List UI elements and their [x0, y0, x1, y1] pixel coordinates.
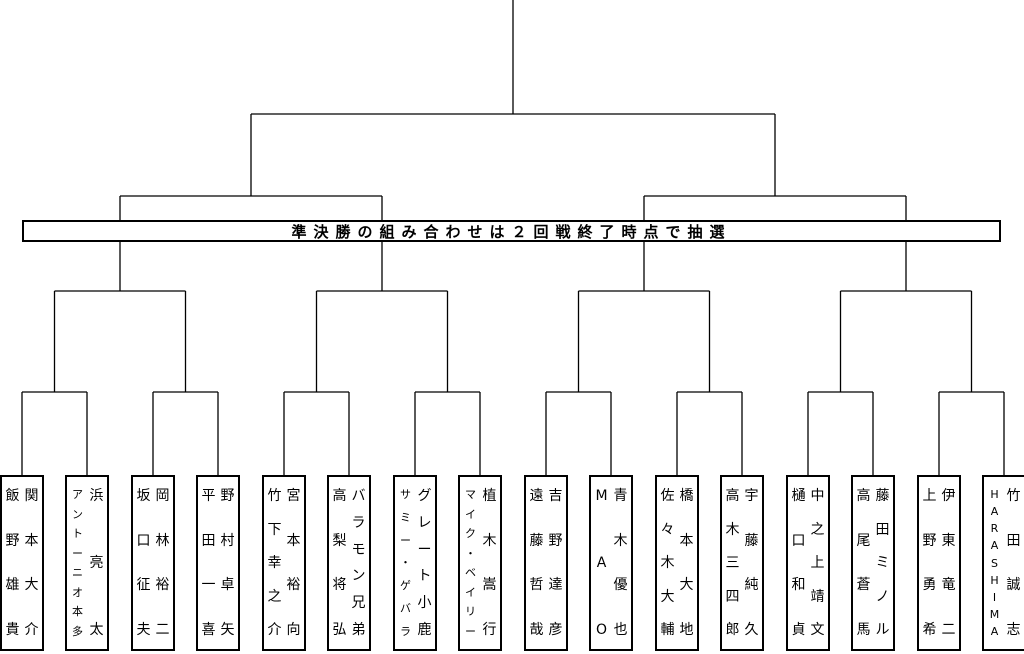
semifinal-draw-banner: 準決勝の組み合わせは２回戦終了時点で抽選 [22, 220, 1001, 242]
entrant-name: 遠藤哲哉 [529, 488, 544, 638]
entrant-name: アントーニオ本多 [72, 488, 83, 638]
entrant-name: 橋本大地 [679, 488, 694, 638]
entrant-name: 岡林裕二 [155, 488, 170, 638]
banner-text: 準決勝の組み合わせは２回戦終了時点で抽選 [291, 222, 732, 241]
entrant-box-e2: 浜亮太アントーニオ本多 [65, 475, 109, 651]
entrant-box-e4: 野村卓矢平田一喜 [196, 475, 240, 651]
entrant-box-e5: 宮本裕向竹下幸之介 [262, 475, 306, 651]
entrant-box-e13: 中之上靖文樋口和貞 [786, 475, 830, 651]
entrant-box-e8: 植木嵩行マイク・ベイリー [458, 475, 502, 651]
entrant-name: 坂口征夫 [136, 488, 151, 638]
entrant-name: 竹下幸之介 [267, 488, 282, 638]
entrant-name: 佐々木大輔 [660, 488, 675, 638]
entrant-box-e12: 宇藤純久高木三四郎 [720, 475, 764, 651]
entrant-name: 竹田誠志 [1006, 488, 1021, 638]
entrant-name: 高梨将弘 [332, 488, 347, 638]
entrant-name: 浜亮太 [89, 488, 104, 638]
entrant-name: 宇藤純久 [744, 488, 759, 638]
entrant-name: 高尾蒼馬 [856, 488, 871, 638]
entrant-name: 青木優也 [613, 488, 628, 638]
entrant-box-e9: 吉野達彦遠藤哲哉 [524, 475, 568, 651]
entrant-name: 野村卓矢 [220, 488, 235, 638]
entrant-box-e15: 伊東竜二上野勇希 [917, 475, 961, 651]
entrant-box-e14: 藤田ミノル高尾蒼馬 [851, 475, 895, 651]
entrant-name: 吉野達彦 [548, 488, 563, 638]
entrant-name: 平田一喜 [201, 488, 216, 638]
entrant-name: サミー・ゲバラ [400, 488, 411, 638]
entrant-name: 中之上靖文 [810, 488, 825, 638]
entrant-name: 上野勇希 [922, 488, 937, 638]
entrant-name: 樋口和貞 [791, 488, 806, 638]
entrant-name: 宮本裕向 [286, 488, 301, 638]
entrant-box-e1: 関本大介飯野雄貴 [0, 475, 44, 651]
entrant-name: 植木嵩行 [482, 488, 497, 638]
entrant-name: 藤田ミノル [875, 488, 890, 638]
entrant-box-e11: 橋本大地佐々木大輔 [655, 475, 699, 651]
entrant-name: 飯野雄貴 [5, 488, 20, 638]
entrant-name: マイク・ベイリー [465, 488, 476, 638]
entrant-box-e7: グレート小鹿サミー・ゲバラ [393, 475, 437, 651]
entrant-name: 関本大介 [24, 488, 39, 638]
entrant-name: 高木三四郎 [725, 488, 740, 638]
entrant-name: グレート小鹿 [417, 488, 432, 638]
entrant-name: 伊東竜二 [941, 488, 956, 638]
entrant-box-e6: バラモン兄弟高梨将弘 [327, 475, 371, 651]
entrant-name: バラモン兄弟 [351, 488, 366, 638]
entrant-box-e3: 岡林裕二坂口征夫 [131, 475, 175, 651]
